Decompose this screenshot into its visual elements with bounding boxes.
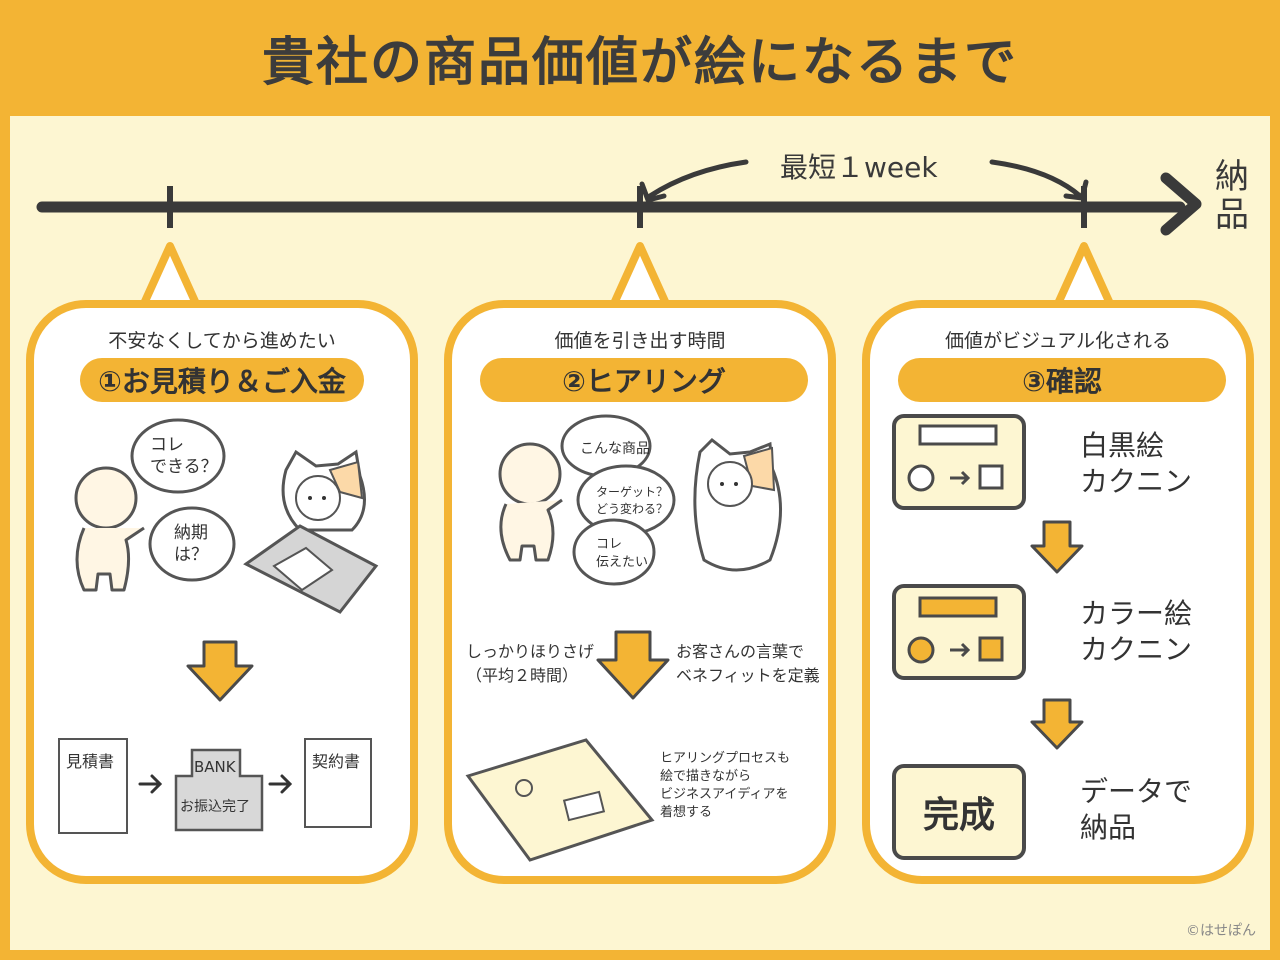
hearing-left-note: しっかりほりさげ （平均２時間）: [466, 640, 594, 688]
note-line: お客さんの言葉で: [676, 642, 805, 661]
bubble-target-text: ターゲット？ どう変わる？: [596, 484, 668, 518]
label-line: 白黒絵: [1080, 429, 1165, 462]
label-line: カラー絵: [1080, 597, 1193, 630]
client-body: [499, 498, 563, 562]
cat-face: [707, 461, 753, 507]
note-line: ビジネスアイディアを: [660, 787, 789, 802]
bubble-product-text: こんな商品: [580, 441, 650, 457]
final-box-label: 完成: [922, 795, 995, 836]
sketch-circle: [515, 779, 533, 797]
bw-bar: [918, 424, 998, 446]
bubble-line: コレ: [150, 435, 184, 455]
bubble-text-1: コレ できる？: [150, 434, 218, 478]
bw-square: [978, 464, 1004, 490]
bubble-line: は？: [174, 545, 208, 565]
delivery-data-label: データで 納品: [1080, 774, 1192, 846]
label-line: データで: [1080, 775, 1193, 808]
page-title: 貴社の商品価値が絵になるまで: [261, 32, 1018, 93]
span-bracket-left: [647, 159, 749, 199]
label-line: 納品: [1080, 811, 1137, 844]
bank-shape: [174, 748, 264, 832]
delivery-label: 納 品: [1212, 158, 1252, 234]
bank-label: BANK: [194, 758, 236, 776]
color-draft-box: [892, 584, 1026, 680]
span-label: 最短１week: [780, 151, 938, 184]
bubble-deadline: [148, 506, 236, 582]
client-body: [75, 526, 145, 592]
note-line: 着想する: [660, 805, 713, 820]
note-line: （平均２時間）: [466, 666, 579, 685]
span-bracket-right-head: [1063, 179, 1089, 201]
doc-arrow-2: [268, 774, 293, 794]
step-3-subtitle: 価値がビジュアル化される: [944, 330, 1172, 352]
color-square: [978, 636, 1004, 662]
down-arrow-4: [1030, 698, 1084, 750]
step-1-subtitle: 不安なくしてから進めたい: [108, 330, 336, 352]
bubble-convey: [572, 518, 656, 586]
sketch-rect: [562, 790, 606, 822]
delivery-char-1: 納: [1215, 157, 1249, 197]
timeline-arrowhead: [1160, 172, 1202, 236]
label-line: カクニン: [1080, 633, 1193, 666]
bw-circle: [907, 464, 935, 492]
bw-check-label: 白黒絵 カクニン: [1080, 428, 1192, 500]
note-line: 絵で描きながら: [660, 769, 752, 784]
span-bracket-left-head: [639, 181, 667, 203]
bubble-line: 納期: [174, 523, 208, 543]
bubble-line: コレ: [596, 537, 623, 552]
bw-arrow: [950, 470, 971, 486]
delivery-char-2: 品: [1215, 195, 1249, 235]
note-line: しっかりほりさげ: [466, 642, 595, 661]
bubble-line: ターゲット？: [596, 485, 669, 499]
header: 貴社の商品価値が絵になるまで: [0, 0, 1280, 114]
step-1-label: ①お見積り＆ご入金: [80, 358, 364, 402]
bubble-line: できる？: [150, 457, 218, 477]
down-arrow-1: [186, 640, 254, 702]
sketch-sheet: [465, 738, 655, 862]
final-box: 完成: [892, 764, 1026, 860]
copyright: ©はせぽん: [1186, 923, 1256, 939]
bubble-line: 伝えたい: [596, 555, 649, 570]
label-line: カクニン: [1080, 465, 1193, 498]
payment-label: お振込完了: [180, 799, 250, 815]
note-line: ヒアリングプロセスも: [660, 751, 791, 766]
bubble-can-do: [130, 418, 226, 494]
note-line: ベネフィットを定義: [676, 666, 820, 685]
step-3-label: ③確認: [898, 358, 1226, 402]
bubble-line: どう変わる？: [596, 502, 669, 516]
span-bracket-right: [989, 159, 1083, 199]
down-arrow-2: [596, 630, 670, 700]
paper: [272, 546, 334, 592]
estimate-doc: 見積書: [58, 738, 128, 834]
down-arrow-3: [1030, 520, 1084, 574]
color-check-label: カラー絵 カクニン: [1080, 596, 1192, 668]
bubble-text-2: 納期 は？: [174, 522, 208, 566]
bubble-convey-text: コレ 伝えたい: [596, 536, 648, 572]
color-circle: [907, 636, 935, 664]
hearing-bottom-note: ヒアリングプロセスも 絵で描きながら ビジネスアイディアを 着想する: [660, 750, 790, 822]
contract-doc: 契約書: [304, 738, 372, 828]
cat-face: [295, 475, 341, 521]
color-bar: [918, 596, 998, 618]
step-2-subtitle: 価値を引き出す時間: [554, 330, 726, 352]
color-arrow: [950, 642, 971, 658]
hearing-right-note: お客さんの言葉で ベネフィットを定義: [676, 640, 820, 688]
doc-arrow-1: [138, 774, 163, 794]
step-2-label: ②ヒアリング: [480, 358, 808, 402]
